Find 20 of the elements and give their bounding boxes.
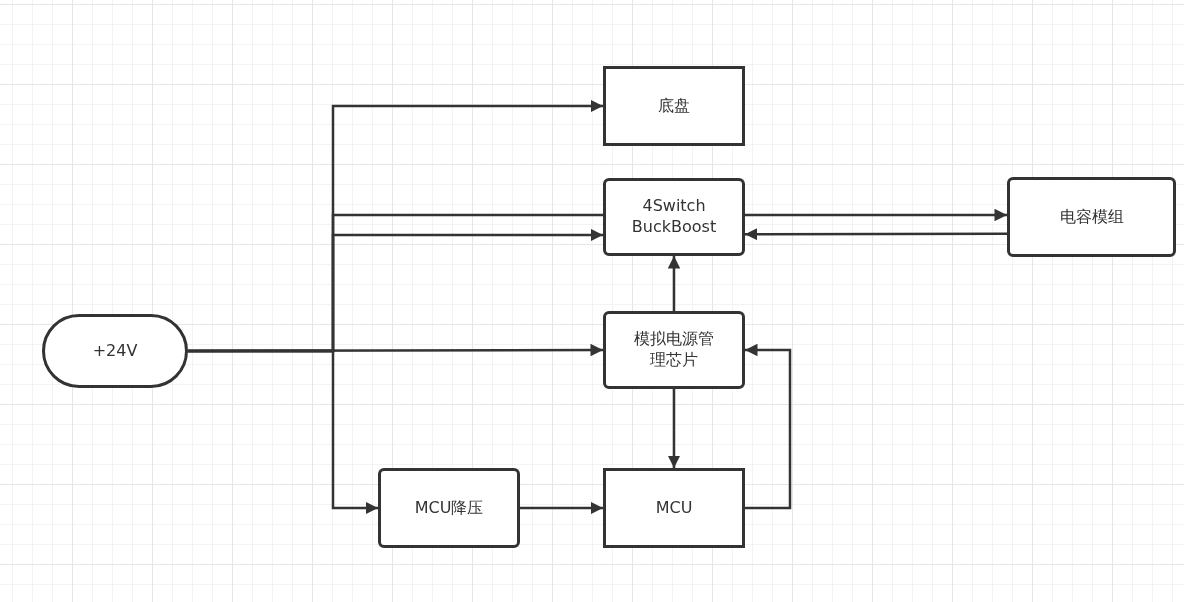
node-label: +24V [92,340,138,362]
node-label: 模拟电源管理芯片 [633,329,715,371]
node-label: MCU [655,497,693,519]
arrow [745,343,792,510]
arrow [745,227,1007,241]
process-box [603,66,745,146]
process-box [603,178,745,256]
arrow [520,501,603,515]
node-label: 4Switch BuckBoost [630,196,718,238]
node-label: 底盘 [658,95,690,117]
process-box [603,311,745,389]
process-box [603,468,745,548]
arrow [188,349,378,515]
arrow [745,208,1007,222]
process-box [378,468,520,548]
node-label: MCU降压 [414,497,484,519]
arrow [667,389,681,468]
process-box [1007,177,1176,257]
node-label: 电容模组 [1059,206,1124,228]
arrow [667,256,681,311]
